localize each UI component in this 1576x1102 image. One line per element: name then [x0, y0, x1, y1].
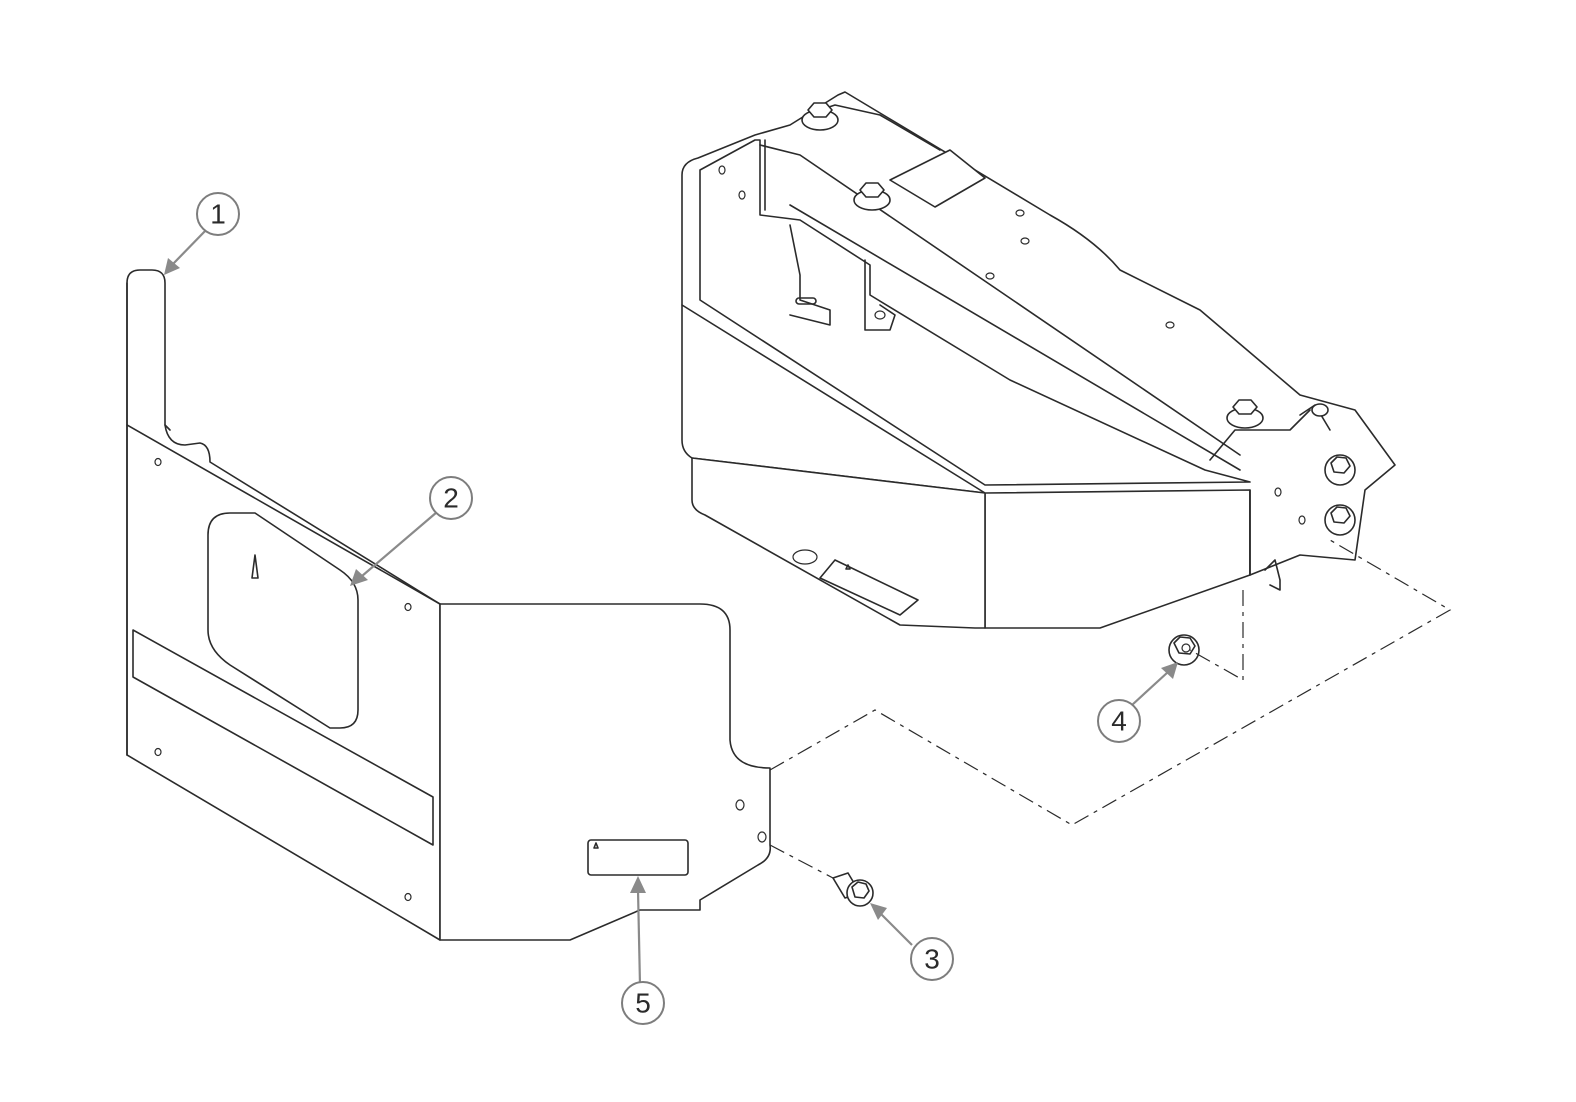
- callout-label-4: 4: [1111, 706, 1127, 737]
- callout-label-1: 1: [210, 199, 226, 230]
- flange-bolt: [832, 872, 874, 907]
- callout-4: 4: [1097, 662, 1178, 743]
- callout-3: 3: [870, 903, 954, 981]
- callout-5: 5: [621, 876, 665, 1025]
- bolt-head-top-left: [801, 102, 839, 131]
- bolt-head-top-center: [853, 182, 891, 211]
- callout-label-5: 5: [635, 988, 651, 1019]
- callout-label-3: 3: [924, 944, 940, 975]
- callout-2: 2: [350, 476, 473, 586]
- label-strip: [132, 629, 434, 846]
- bolt-head-top-right: [1226, 399, 1264, 429]
- callout-label-2: 2: [443, 483, 459, 514]
- mounting-frame: [681, 91, 1396, 629]
- bolt-head-end-upper: [1324, 454, 1356, 486]
- flange-nut: [1168, 634, 1200, 666]
- assembly-dash-lines: [769, 539, 1452, 879]
- frame-bolts: [801, 102, 1356, 536]
- bolt-head-end-lower: [1324, 504, 1356, 536]
- bolt-head-end-far: [1311, 403, 1329, 417]
- warning-decal-small: [587, 839, 689, 876]
- callout-1: 1: [164, 192, 240, 275]
- warning-decal-large: [207, 512, 359, 729]
